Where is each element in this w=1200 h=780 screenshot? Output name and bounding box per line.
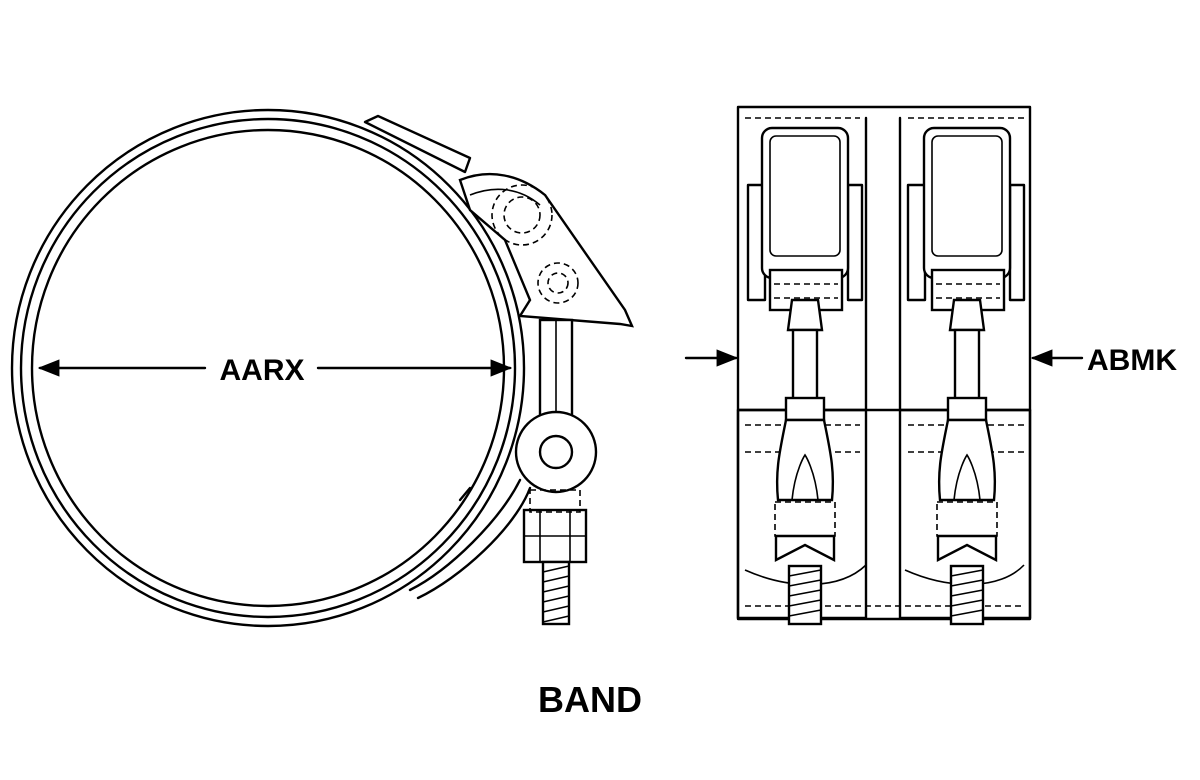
clamp-side-view: [10, 108, 634, 628]
latch-right: [906, 126, 1026, 626]
latch-left: [746, 126, 864, 626]
label-aarx: AARX: [219, 354, 304, 387]
caption-band: BAND: [538, 679, 642, 720]
label-abmk: ABMK: [1087, 344, 1177, 377]
clamp-front-view: [736, 105, 1032, 626]
dimension-abmk: ABMK: [684, 344, 1177, 377]
dimension-aarx: AARX: [37, 354, 513, 387]
